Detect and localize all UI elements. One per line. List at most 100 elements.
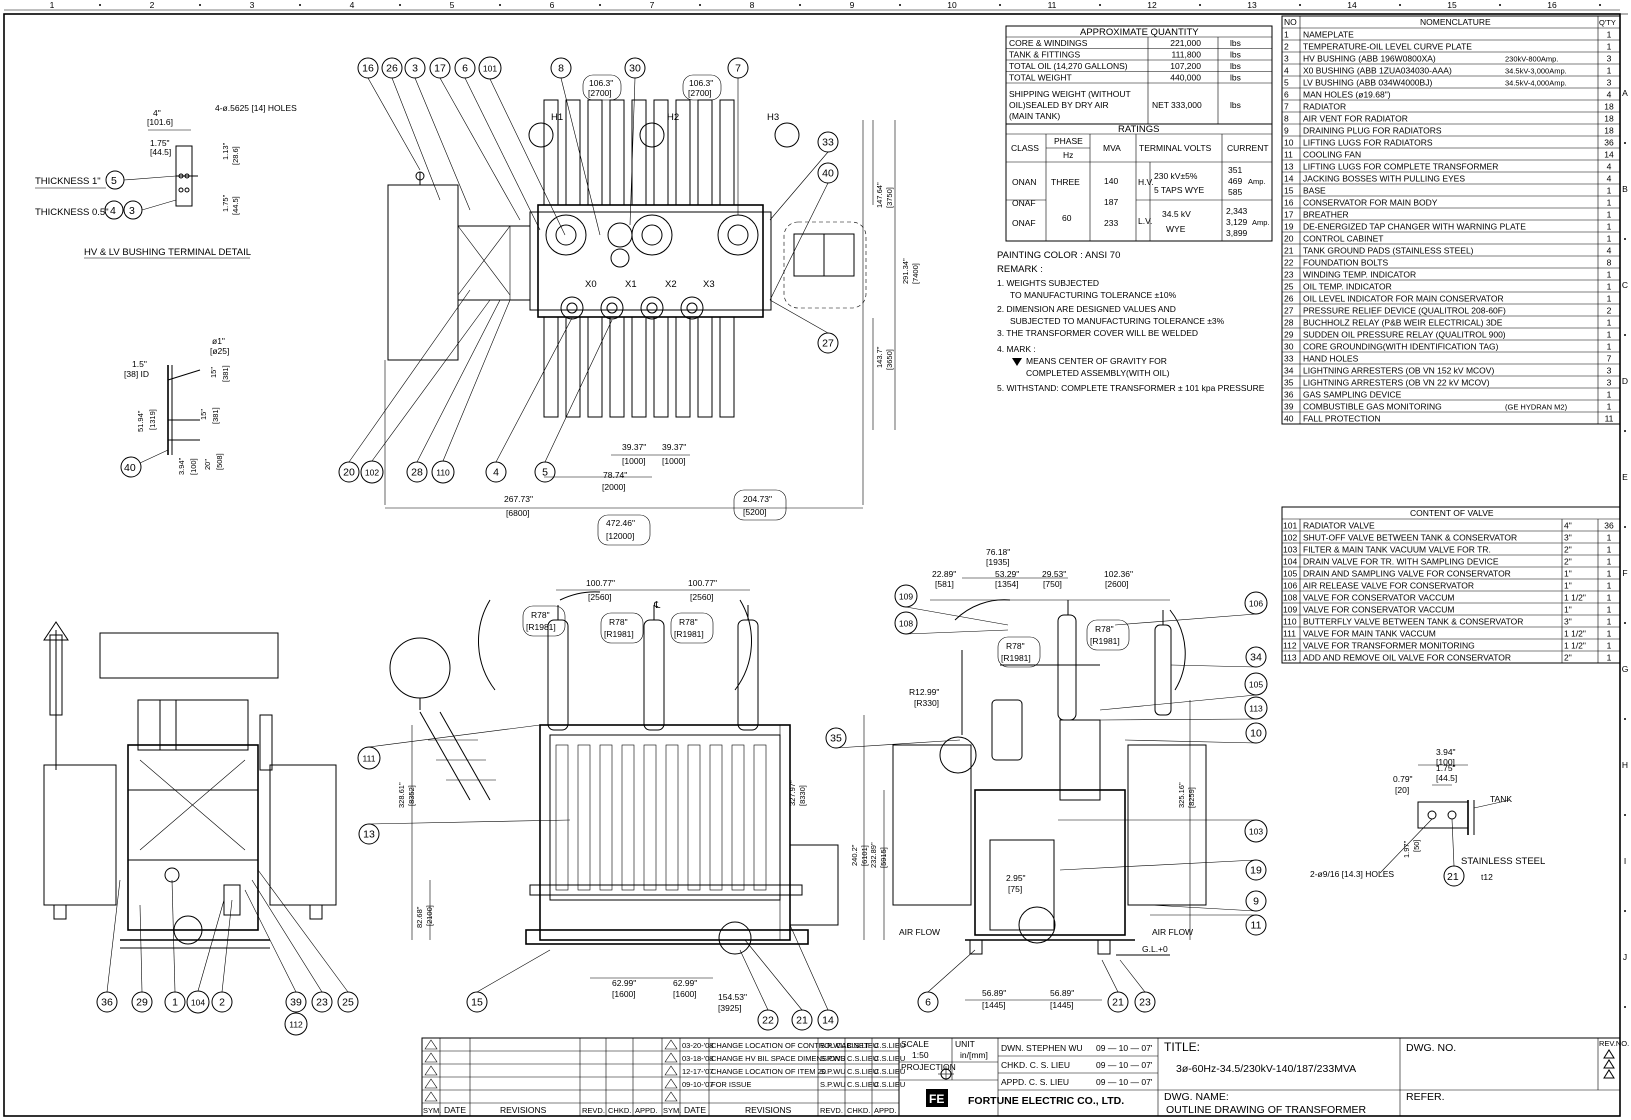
plan-h2: H2 [667, 112, 679, 123]
rev-triangle-icon [664, 1091, 678, 1102]
front-callout-15: 15 [466, 949, 551, 1013]
nom-name: MAN HOLES (ø19.68") [1303, 90, 1391, 100]
rev-triangle-icon [664, 1052, 678, 1063]
valve-qty: 1 [1607, 593, 1612, 603]
side-callout-104-leader [197, 899, 225, 992]
remark-2a: 2. DIMENSION ARE DESIGNED VALUES AND [997, 304, 1176, 314]
plan-callout-17-leader [439, 77, 521, 221]
detail-dim-175b: 1.75" [221, 194, 230, 212]
nom-qty: 4 [1607, 246, 1612, 256]
plan-dim-j: 204.73" [743, 494, 772, 504]
front-r3: R78" [679, 617, 698, 627]
valve-name: DRAIN AND SAMPLING VALVE FOR CONSERVATOR [1303, 569, 1511, 579]
side-callout-1-label: 1 [172, 997, 178, 1009]
pad-callout-21: 21 [1447, 871, 1459, 883]
valve-name: DRAIN VALVE FOR TR. WITH SAMPLING DEVICE [1303, 557, 1499, 567]
fall-protection-detail: ø1" [ø25] 1.5" [38] ID 15" [381] 15" [38… [120, 336, 230, 478]
end-callout-105-label: 105 [1249, 680, 1263, 690]
rev-text: CHANGE HV BIL SPACE DIMENSIONS [711, 1054, 845, 1063]
nom-no: 2 [1284, 42, 1289, 52]
nom-qty: 1 [1607, 402, 1612, 412]
radiator-front [599, 744, 613, 891]
valve-size: 1 1/2" [1564, 641, 1586, 651]
radiator-front [731, 744, 745, 891]
title-block: SCALE 1:50 UNIT in/[mm] PROJECTION FE FO… [898, 1037, 1629, 1117]
plan-callout-33: 33 [769, 131, 839, 221]
end-callout-6-label: 6 [925, 997, 931, 1009]
end-callout-103-label: 103 [1249, 827, 1263, 837]
nom-qty: 1 [1607, 42, 1612, 52]
plan-dim-d: 291.34" [901, 258, 910, 284]
end-t4: 29.53" [1042, 569, 1066, 579]
rev-h-revd: REVD. [820, 1106, 843, 1115]
radiator-front [577, 744, 591, 891]
end-callout-34-leader [1170, 664, 1257, 668]
dwn-date: 09 — 10 — 07' [1096, 1043, 1153, 1053]
plan-callout-5-leader [544, 319, 613, 463]
pad-d2m: [44.5] [1436, 773, 1457, 783]
qty-item: TANK & FITTINGS [1009, 50, 1080, 60]
nom-no: 3 [1284, 54, 1289, 64]
nom-no: 28 [1284, 318, 1294, 328]
qty-unit: lbs [1230, 73, 1241, 83]
nom-qty: 8 [1607, 258, 1612, 268]
pad-d4: 1.97" [1402, 840, 1411, 858]
end-r3m: [R330] [914, 698, 939, 708]
rev-triangle-icon [664, 1039, 678, 1050]
plan-dim-em: [3650] [885, 349, 894, 370]
nom-name: CONSERVATOR FOR MAIN BODY [1303, 198, 1438, 208]
plan-dim-e: 143.7" [875, 346, 884, 368]
end-callout-23: 23 [1119, 959, 1156, 1013]
nom-no: 35 [1284, 378, 1294, 388]
side-callout-104-label: 104 [191, 998, 205, 1008]
nom-name: LIFTING LUGS FOR RADIATORS [1303, 138, 1433, 148]
detail-dim-175: 1.75" [150, 138, 170, 148]
grid-tick [1599, 4, 1601, 6]
ratings-i1: 351 [1228, 165, 1242, 175]
grid-tick [1624, 526, 1626, 528]
rev-text: CHANGE LOCATION OF ITEM 20 [711, 1067, 826, 1076]
side-callout-25-leader [257, 869, 349, 993]
valve-qty: 1 [1607, 569, 1612, 579]
radiator-top [719, 99, 735, 206]
detail-dim-101: [101.6] [147, 117, 173, 127]
valve-name: SHUT-OFF VALVE BETWEEN TANK & CONSERVATO… [1303, 533, 1517, 543]
nom-qty: 11 [1605, 414, 1614, 424]
valve-qty: 1 [1607, 545, 1612, 555]
end-callout-9-label: 9 [1253, 896, 1259, 908]
grid-col-4: 4 [350, 0, 355, 10]
valve-size: 4" [1564, 521, 1572, 531]
radiator-bottom [631, 316, 647, 418]
grid-row-H: H [1622, 760, 1628, 770]
front-callout-13-label: 13 [363, 829, 375, 841]
nom-no: 30 [1284, 342, 1294, 352]
ratings-h-volts: TERMINAL VOLTS [1139, 143, 1212, 153]
end-airflow-left: AIR FLOW [899, 927, 940, 937]
end-callout-108: 108 [894, 611, 1009, 635]
rev-chkd: C.S.LIEU [847, 1041, 878, 1050]
valve-size: 2" [1564, 653, 1572, 663]
pad-d3m: [20] [1395, 785, 1409, 795]
fall-dim-d2m: [38] ID [124, 369, 149, 379]
grid-col-3: 3 [250, 0, 255, 10]
detail-dim-113: 1.13" [221, 142, 230, 160]
fall-dim-d1: ø1" [212, 336, 225, 346]
end-t2m: [581] [935, 579, 954, 589]
valve-qty: 1 [1607, 605, 1612, 615]
end-callout-19: 19 [1059, 859, 1267, 881]
front-h1m: [8352] [407, 785, 416, 806]
grid-col-8: 8 [750, 0, 755, 10]
grid-tick [299, 4, 301, 6]
end-view: 76.18" [1935] 22.89" [581] 53.29" [1354]… [825, 547, 1268, 1013]
valve-name: FILTER & MAIN TANK VACUUM VALVE FOR TR. [1303, 545, 1491, 555]
side-callout-1-leader [171, 879, 176, 993]
plan-callout-27: 27 [769, 299, 839, 354]
fall-dim-d1m: [ø25] [210, 346, 229, 356]
plan-dim-jm: [5200] [743, 507, 767, 517]
detail-dim-4in: 4" [153, 108, 161, 118]
nom-no: 33 [1284, 354, 1294, 364]
side-callout-39-label: 39 [290, 997, 302, 1009]
grid-tick [1624, 622, 1626, 624]
nom-no: 15 [1284, 186, 1294, 196]
plan-callout-30-leader [629, 77, 636, 226]
